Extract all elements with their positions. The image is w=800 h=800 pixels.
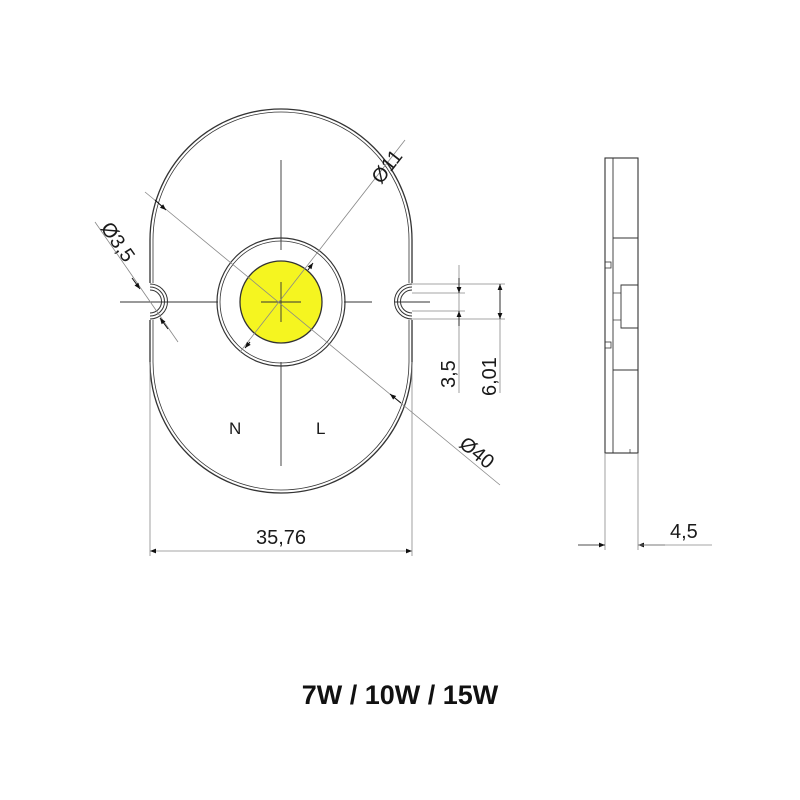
slot-diameter-label: Ø3,5 [96,218,139,266]
outer-diameter-dim: Ø40 [144,191,501,486]
thickness-label: 4,5 [670,521,698,543]
slot-diameter-dim: Ø3,5 [94,218,179,343]
outer-diameter-label: Ø40 [455,433,498,474]
width-dim: 35,76 [149,362,413,556]
pad-label-n: N [229,419,241,438]
side-view [604,157,639,454]
slot-height-dims [412,265,505,393]
center-lines [120,160,430,466]
left-mounting-slot [149,283,168,320]
board-outline [149,108,413,494]
thickness-dim [578,453,712,550]
width-label: 35,76 [256,527,306,549]
power-rating-title: 7W / 10W / 15W [301,680,499,710]
right-mounting-slot [394,283,413,320]
led-diameter-label: Ø11 [368,146,408,188]
slot-width-label: 3,5 [438,360,460,388]
slot-outer-label: 6,01 [479,357,501,396]
pad-label-l: L [316,419,325,438]
led-diameter-dim: Ø11 [239,139,408,353]
